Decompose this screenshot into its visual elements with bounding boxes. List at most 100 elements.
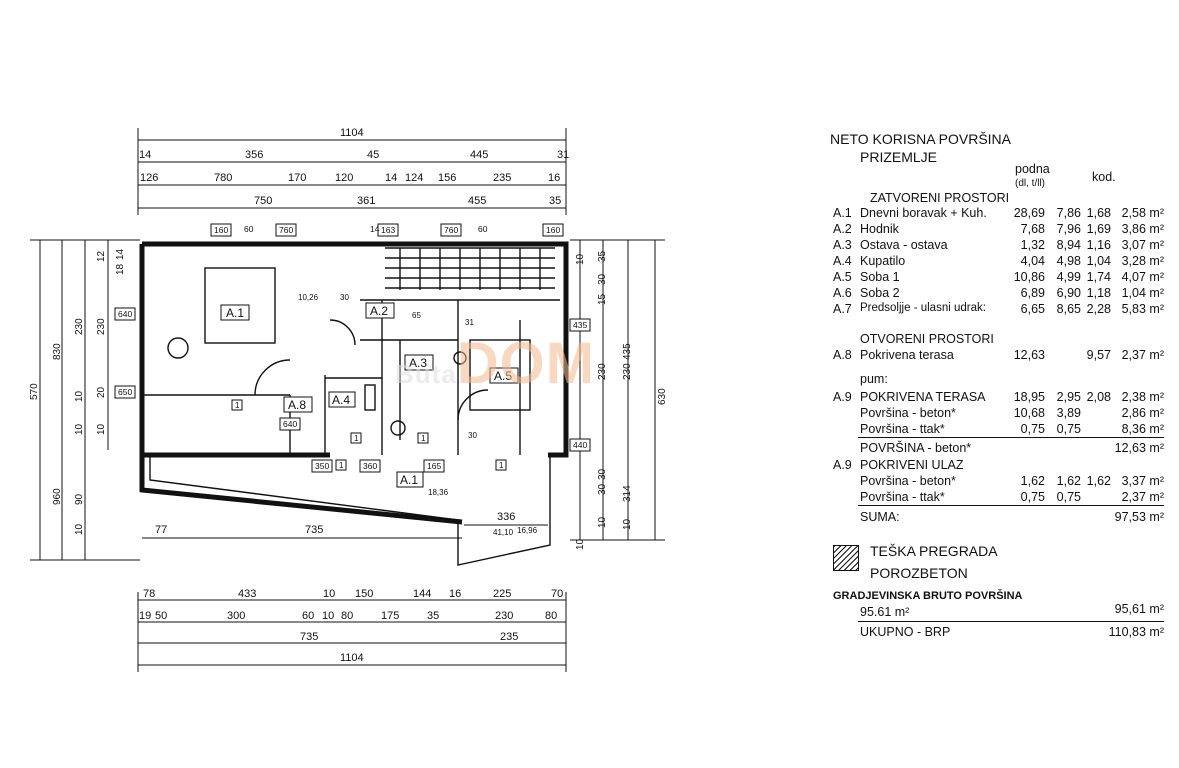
dim-bottom: 225: [493, 588, 511, 600]
window-tag: 640: [118, 309, 132, 319]
dim-bottom: 35: [427, 610, 439, 622]
dim-top: 14: [385, 172, 397, 184]
legend-subtitle: PRIZEMLJE: [860, 149, 938, 165]
dim-right: 435: [622, 343, 633, 360]
dim-interior: 18,36: [428, 488, 449, 497]
window-tag: 160: [546, 225, 560, 235]
dim-bottom: 16: [449, 588, 461, 600]
gbp-right: 95,61 m²: [1114, 602, 1164, 616]
window-tag: 165: [427, 461, 441, 471]
dim-bottom: 10: [323, 588, 335, 600]
mark: 1: [499, 461, 504, 470]
room-label-a3: A.3: [409, 356, 427, 370]
mark: 1: [235, 401, 240, 410]
dim-bottom: 60: [302, 610, 314, 622]
dim-top: 750: [254, 195, 272, 207]
window-tag: 160: [214, 225, 228, 235]
dim-left: 14: [115, 248, 126, 260]
dim-interior: 41,10: [493, 528, 514, 537]
dim-top: 16: [548, 172, 560, 184]
dim-right: 314: [622, 485, 633, 502]
dim-bottom: 78: [143, 588, 155, 600]
dim-left: 10: [96, 423, 107, 435]
dim-left: 18: [115, 263, 126, 275]
ukupno-value: 110,83 m²: [1108, 625, 1164, 639]
dim-interior: 10,26: [298, 293, 319, 302]
window-tag: 760: [444, 225, 458, 235]
mark: 1: [339, 461, 344, 470]
dim-bottom: 150: [355, 588, 373, 600]
col-header-unit: (dl, t/ll): [1015, 178, 1045, 189]
mark: 31: [465, 318, 474, 327]
room-label-a5: A.5: [494, 369, 512, 383]
pum-label: pum:: [860, 372, 888, 386]
dim-right: 15: [597, 293, 608, 305]
watermark-logo: ButaDOM: [395, 331, 596, 396]
window-tag: 350: [315, 461, 329, 471]
dim-left: 230: [96, 318, 107, 335]
room-label-a1-terrace: A.1: [400, 473, 418, 487]
dim-left: 20: [96, 386, 107, 398]
dim-bottom: 70: [551, 588, 563, 600]
hatch-label-2: POROZBETON: [870, 565, 968, 581]
window-tag: 440: [573, 440, 587, 450]
dim-top: 14: [139, 149, 151, 161]
window-tag: 435: [573, 320, 587, 330]
dim-right: 30: [597, 483, 608, 495]
dim-left: 12: [96, 250, 107, 262]
window-tag: 60: [244, 224, 254, 234]
window-tag: 650: [118, 387, 132, 397]
mark: 30: [340, 293, 349, 302]
dim-left: 960: [52, 488, 63, 505]
dim-bottom: 80: [545, 610, 557, 622]
dim-bottom: 175: [381, 610, 399, 622]
dim-bottom: 230: [495, 610, 513, 622]
section-closed: ZATVORENI PROSTORI: [870, 191, 1010, 205]
dim-interior: 77: [155, 524, 167, 536]
dim-interior: 336: [497, 511, 515, 523]
hatch-label-1: TEŠKA PREGRADA: [870, 543, 998, 559]
dim-top: 124: [405, 172, 423, 184]
dim-bottom-total: 1104: [340, 652, 364, 664]
dim-right: 230: [597, 363, 608, 380]
dim-top: 235: [493, 172, 511, 184]
dim-right: 10: [575, 538, 586, 550]
dim-right: 10: [597, 516, 608, 528]
section-open: OTVORENI PROSTORI: [860, 332, 994, 346]
dim-left: 570: [29, 383, 40, 400]
dim-top: 126: [140, 172, 158, 184]
col-header-kod: kod.: [1092, 170, 1116, 184]
dim-right: 35: [597, 250, 608, 262]
mark: 30: [468, 431, 477, 440]
dim-bottom: 235: [500, 631, 518, 643]
dim-left: 10: [74, 423, 85, 435]
dim-top: 780: [214, 172, 232, 184]
dim-bottom: 19: [139, 610, 151, 622]
window-tag: 14: [370, 224, 380, 234]
floor-plan: A.1 A.2 A.3 A.5 A.4 A.8 A.1 160 60 760 1…: [29, 127, 668, 672]
dim-top: 35: [549, 195, 561, 207]
dim-bottom: 144: [413, 588, 431, 600]
dim-right: 10: [622, 518, 633, 530]
dim-top-total: 1104: [340, 127, 364, 139]
window-tag: 163: [381, 225, 395, 235]
dim-left: 10: [74, 390, 85, 402]
room-label-a4: A.4: [332, 393, 350, 407]
hatch-swatch: [833, 545, 859, 571]
mark: 1: [354, 434, 359, 443]
dim-bottom: 300: [227, 610, 245, 622]
gbp-left: 95.61 m²: [860, 605, 910, 619]
legend-title: NETO KORISNA POVRŠINA: [830, 131, 1012, 147]
dim-top: 120: [335, 172, 353, 184]
room-label-a2: A.2: [370, 304, 388, 318]
dim-bottom: 433: [238, 588, 256, 600]
dim-top: 356: [245, 149, 263, 161]
room-label-a1: A.1: [226, 306, 244, 320]
dim-top: 45: [367, 149, 379, 161]
dim-left: 90: [74, 493, 85, 505]
dim-bottom: 80: [341, 610, 353, 622]
dim-interior: 735: [305, 524, 323, 536]
window-tag: 360: [363, 461, 377, 471]
col-header-podna: podna: [1015, 162, 1050, 176]
dim-right: 230: [622, 363, 633, 380]
